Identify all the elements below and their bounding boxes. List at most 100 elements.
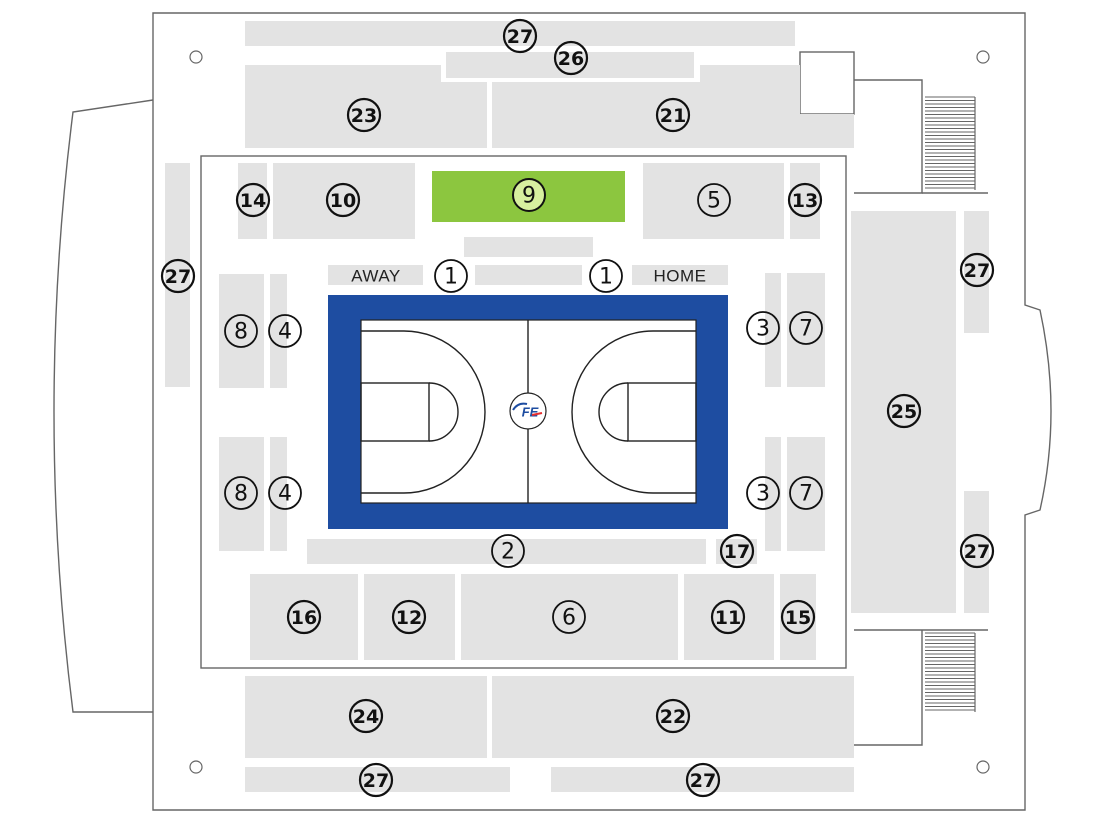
section-27-bottom-left-block[interactable] <box>245 767 510 792</box>
center-logo-swoosh <box>512 402 528 411</box>
section-badge-6[interactable]: 6 <box>552 600 586 634</box>
section-6-block[interactable] <box>461 574 678 660</box>
section-badge-4[interactable]: 4 <box>268 476 302 510</box>
section-badge-27[interactable]: 27 <box>358 762 394 798</box>
section-badge-3[interactable]: 3 <box>746 311 780 345</box>
section-badge-15[interactable]: 15 <box>780 599 816 635</box>
section-badge-10[interactable]: 10 <box>325 182 361 218</box>
home-bench-block[interactable] <box>632 265 728 285</box>
section-3-upper-block[interactable] <box>765 273 781 387</box>
section-16-block[interactable] <box>250 574 358 660</box>
section-27-right-top-block[interactable] <box>964 211 989 333</box>
badge-circle <box>552 600 586 634</box>
section-badge-22[interactable]: 22 <box>655 698 691 734</box>
section-badge-25[interactable]: 25 <box>886 393 922 429</box>
section-23-block[interactable] <box>245 65 487 148</box>
section-badge-27[interactable]: 27 <box>160 258 196 294</box>
section-4-upper-block[interactable] <box>270 274 287 388</box>
section-5-block[interactable] <box>643 163 784 239</box>
corner-marker <box>189 50 203 64</box>
section-badge-24[interactable]: 24 <box>348 698 384 734</box>
badge-label: 14 <box>240 190 266 212</box>
section-11-block[interactable] <box>684 574 774 660</box>
section-badge-27[interactable]: 27 <box>959 252 995 288</box>
section-badge-27[interactable]: 27 <box>959 533 995 569</box>
badge-circle <box>358 762 394 798</box>
section-15-block[interactable] <box>780 574 816 660</box>
badge-label: 7 <box>799 317 813 342</box>
away-bench-block[interactable] <box>328 265 423 285</box>
badge-circle <box>346 97 382 133</box>
section-3-lower-block[interactable] <box>765 437 781 551</box>
badge-label: 9 <box>522 184 536 209</box>
section-badge-21[interactable]: 21 <box>655 97 691 133</box>
section-27-left-block[interactable] <box>165 163 190 387</box>
section-badge-26[interactable]: 26 <box>553 40 589 76</box>
badge-circle <box>697 183 731 217</box>
key-right <box>627 382 697 442</box>
section-badge-11[interactable]: 11 <box>710 599 746 635</box>
badge-label: 3 <box>756 482 770 507</box>
section-badge-7[interactable]: 7 <box>789 311 823 345</box>
section-badge-8[interactable]: 8 <box>224 314 258 348</box>
section-13-block[interactable] <box>790 163 820 239</box>
badge-circle <box>886 393 922 429</box>
stairs-bottom <box>925 632 976 712</box>
ft-circle-left <box>428 382 459 442</box>
badge-circle <box>224 314 258 348</box>
section-badge-9[interactable]: 9 <box>512 178 546 212</box>
section-badge-2[interactable]: 2 <box>491 534 525 568</box>
section-badge-1[interactable]: 1 <box>589 259 623 293</box>
section-27-bottom-right-block[interactable] <box>551 767 854 792</box>
section-10-block[interactable] <box>273 163 415 239</box>
section-badge-17[interactable]: 17 <box>719 533 755 569</box>
section-12-block[interactable] <box>364 574 455 660</box>
section-badge-7[interactable]: 7 <box>789 476 823 510</box>
section-25-block[interactable] <box>851 211 956 613</box>
section-badge-12[interactable]: 12 <box>391 599 427 635</box>
section-badge-14[interactable]: 14 <box>235 182 271 218</box>
badge-circle <box>512 178 546 212</box>
badge-circle <box>959 252 995 288</box>
stairs-top <box>925 96 976 190</box>
section-badge-23[interactable]: 23 <box>346 97 382 133</box>
section-7-lower-block[interactable] <box>787 437 825 551</box>
badge-label: 4 <box>278 320 292 345</box>
section-22-block[interactable] <box>492 676 854 758</box>
section-24-block[interactable] <box>245 676 487 758</box>
section-badge-3[interactable]: 3 <box>746 476 780 510</box>
section-badge-1[interactable]: 1 <box>434 259 468 293</box>
badge-circle <box>391 599 427 635</box>
section-badge-8[interactable]: 8 <box>224 476 258 510</box>
badge-label: 27 <box>363 770 389 792</box>
badge-label: 7 <box>799 482 813 507</box>
section-badge-27[interactable]: 27 <box>502 18 538 54</box>
center-logo-text: FE <box>522 405 539 420</box>
section-badge-16[interactable]: 16 <box>286 599 322 635</box>
badge-label: 3 <box>756 317 770 342</box>
section-4-lower-block[interactable] <box>270 437 287 551</box>
badge-label: 17 <box>724 541 750 563</box>
badge-label: 8 <box>234 482 248 507</box>
section-2-block[interactable] <box>307 539 706 564</box>
section-badge-5[interactable]: 5 <box>697 183 731 217</box>
badge-circle <box>224 476 258 510</box>
badge-label: 25 <box>891 401 917 423</box>
section-badge-27[interactable]: 27 <box>685 762 721 798</box>
section-27-top-block[interactable] <box>245 21 795 46</box>
scorer-table-block[interactable] <box>475 265 582 285</box>
section-14-block[interactable] <box>238 163 267 239</box>
section-badge-13[interactable]: 13 <box>787 182 823 218</box>
badge-label: 1 <box>599 265 613 290</box>
section-7-upper-block[interactable] <box>787 273 825 387</box>
badge-label: 27 <box>690 770 716 792</box>
top-right-stair-wall <box>854 79 923 194</box>
section-badge-4[interactable]: 4 <box>268 314 302 348</box>
badge-label: 27 <box>964 541 990 563</box>
section-21-block[interactable] <box>492 65 854 148</box>
section-27-right-bottom-block[interactable] <box>964 491 989 613</box>
badge-circle <box>685 762 721 798</box>
badge-label: 27 <box>964 260 990 282</box>
officials-table-block[interactable] <box>464 237 593 257</box>
badge-label: 13 <box>792 190 818 212</box>
